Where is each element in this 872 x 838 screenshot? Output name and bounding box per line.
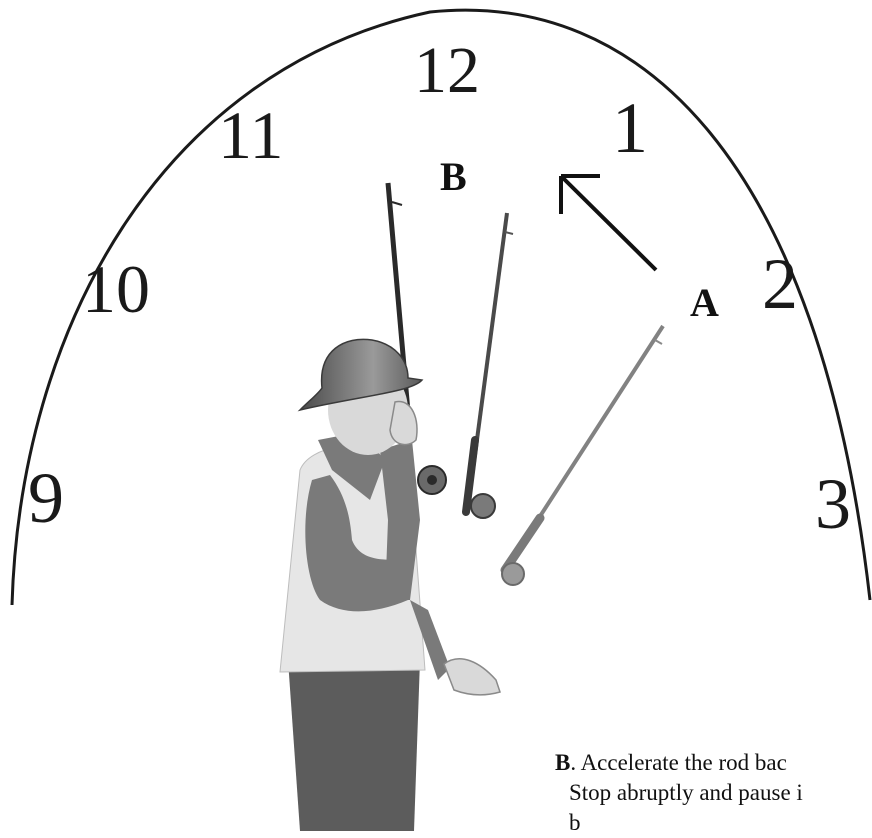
angler-hand-lower xyxy=(443,658,501,696)
reel-mid xyxy=(470,493,496,519)
clock-face-arc xyxy=(10,8,872,606)
rod-position-a xyxy=(500,324,665,586)
angler-pants xyxy=(288,660,420,831)
position-label-a: A xyxy=(690,280,719,325)
angler-hand-upper xyxy=(389,400,418,446)
caption-line-2: Stop abruptly and pause i xyxy=(569,780,803,805)
clock-number-3: 3 xyxy=(815,464,851,544)
caption-line-3: b xyxy=(569,810,581,835)
angler-lower-arm xyxy=(410,600,450,680)
angler-figure xyxy=(279,338,501,831)
clock-number-10: 10 xyxy=(82,251,150,327)
angler-forearm xyxy=(380,440,420,600)
rod-position-mid xyxy=(462,212,514,519)
angler-helmet xyxy=(297,338,424,412)
reel-a xyxy=(501,562,525,586)
caption: B. Accelerate the rod bac Stop abruptly … xyxy=(555,748,872,838)
clock-number-1: 1 xyxy=(612,88,648,168)
clock-number-2: 2 xyxy=(762,244,798,324)
clock-number-9: 9 xyxy=(28,458,64,538)
clock-number-12: 12 xyxy=(414,34,480,107)
position-label-b: B xyxy=(440,154,467,199)
clock-number-11: 11 xyxy=(218,97,283,173)
caption-line-1: B. Accelerate the rod bac xyxy=(555,748,872,778)
caption-line-1-text: . Accelerate the rod bac xyxy=(570,750,787,775)
direction-arrow xyxy=(559,174,658,272)
angler-upper-arm xyxy=(305,475,408,612)
caption-bold-letter: B xyxy=(555,750,571,775)
